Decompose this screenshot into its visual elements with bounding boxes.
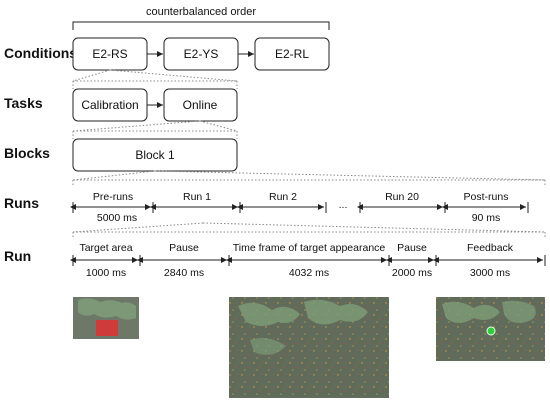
- zoom-lines-conditions: [72, 69, 238, 89]
- row-label-blocks: Blocks: [4, 145, 50, 161]
- thumbnail-target-appearance: [229, 297, 389, 398]
- counterbalanced-label: counterbalanced order: [146, 6, 256, 18]
- task-label-calibration: Calibration: [81, 98, 138, 112]
- run-duration-3: 4032 ms: [289, 267, 329, 279]
- run-duration-5: 3000 ms: [470, 267, 510, 279]
- runs-segment-run20: Run 20: [385, 191, 419, 203]
- task-label-online: Online: [183, 98, 218, 112]
- thumbnail-feedback: [436, 297, 545, 361]
- feedback-marker-icon: [486, 326, 496, 336]
- thumbnail-target-area: [73, 297, 139, 339]
- row-label-run: Run: [4, 248, 31, 264]
- condition-box-e2-rl: [254, 37, 330, 71]
- runs-duration-pre: 5000 ms: [97, 212, 137, 224]
- runs-segment-post: Post-runs: [464, 191, 509, 203]
- condition-label-1: E2-RS: [92, 47, 127, 61]
- row-label-conditions: Conditions: [4, 45, 77, 61]
- run-segment-target-appearance: Time frame of target appearance: [233, 242, 386, 254]
- zoom-lines-blocks: [72, 170, 546, 186]
- run-duration-1: 1000 ms: [86, 267, 126, 279]
- runs-segment-pre: Pre-runs: [93, 191, 133, 203]
- zoom-lines-tasks: [72, 120, 238, 139]
- run-duration-4: 2000 ms: [392, 267, 432, 279]
- condition-label-3: E2-RL: [275, 47, 309, 61]
- run-timeline: [70, 255, 546, 266]
- run-segment-pause-2: Pause: [397, 242, 427, 254]
- runs-segment-ellipsis: ...: [339, 199, 348, 211]
- run-duration-2: 2840 ms: [164, 267, 204, 279]
- condition-label-2: E2-YS: [184, 47, 219, 61]
- row-label-tasks: Tasks: [4, 95, 43, 111]
- runs-segment-run2: Run 2: [269, 191, 297, 203]
- zoom-lines-runs: [72, 222, 546, 238]
- runs-duration-post: 90 ms: [472, 212, 501, 224]
- runs-timeline: [70, 202, 529, 213]
- run-segment-feedback: Feedback: [467, 242, 514, 254]
- run-segment-pause-1: Pause: [169, 242, 199, 254]
- counterbalance-bracket: [72, 21, 330, 30]
- run-segment-target-area: Target area: [79, 242, 132, 254]
- block-label-1: Block 1: [135, 148, 175, 162]
- runs-segment-run1: Run 1: [183, 191, 211, 203]
- row-label-runs: Runs: [4, 195, 39, 211]
